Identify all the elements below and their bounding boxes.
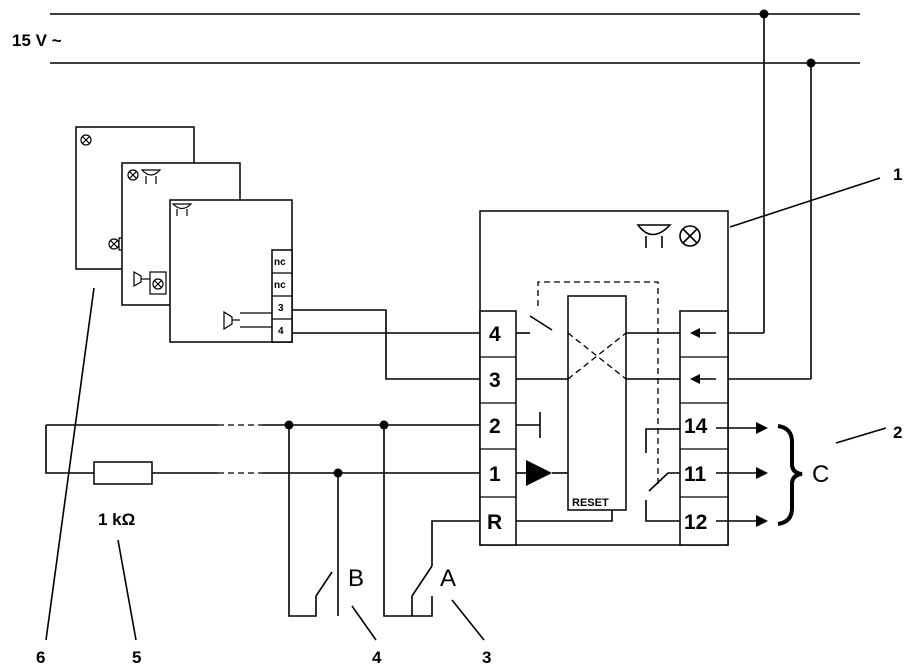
control-device: 4 3 2 1 R 14 11 12 RESET [479,210,729,546]
callout-2: 2 [893,423,902,442]
lamp-icon [80,134,92,146]
wire [292,309,480,380]
wire [45,425,94,474]
output-group-label: C [812,461,829,488]
lamp-icon [127,169,139,181]
callout-leader [45,287,95,641]
callout-leader [835,427,887,444]
switch-a-label: A [440,565,456,592]
detector-terminal-label: nc [274,257,286,268]
callout-1: 1 [893,165,902,184]
terminal-11: 11 [684,463,707,486]
resistor-label: 1 kΩ [98,510,135,529]
horn-icon [140,169,162,184]
horn-icon [223,310,272,331]
callout-3: 3 [482,648,491,667]
arrow-left-icon [690,374,716,384]
output-brace [777,424,803,526]
callout-leader [351,605,377,641]
lamp-icon [679,225,701,247]
arrow-right-icon [716,515,768,527]
switch-b: B [288,425,364,617]
horn-icon [636,224,672,248]
detector-card-front: nc nc 3 4 [169,199,293,343]
reset-label: RESET [572,497,609,509]
diode-triangle-icon [526,460,552,486]
lamp-icon [149,271,167,295]
terminal-r: R [487,511,502,534]
switch-a: A [383,425,480,617]
detector-terminal-label: 3 [278,303,284,314]
horn-icon [171,203,193,216]
terminal-1: 1 [489,463,501,486]
arrow-left-icon [690,328,716,338]
supply-label: 15 V ~ [12,31,62,50]
resistor [93,461,153,485]
detector-terminal-label: nc [274,280,286,291]
callout-5: 5 [132,648,141,667]
callout-6: 6 [36,648,45,667]
callout-leader [117,539,137,641]
horn-icon [133,270,150,288]
terminal-12: 12 [684,511,707,534]
callout-leader [729,177,881,228]
callout-leader [451,599,485,641]
callout-4: 4 [372,648,382,667]
arrow-right-icon [716,467,768,479]
detector-terminal-label: 4 [278,326,284,337]
switch-b-label: B [348,565,364,592]
terminal-14: 14 [684,415,708,438]
terminal-4: 4 [489,323,501,346]
terminal-2: 2 [489,415,501,438]
terminal-3: 3 [489,369,501,392]
arrow-right-icon [716,422,768,434]
